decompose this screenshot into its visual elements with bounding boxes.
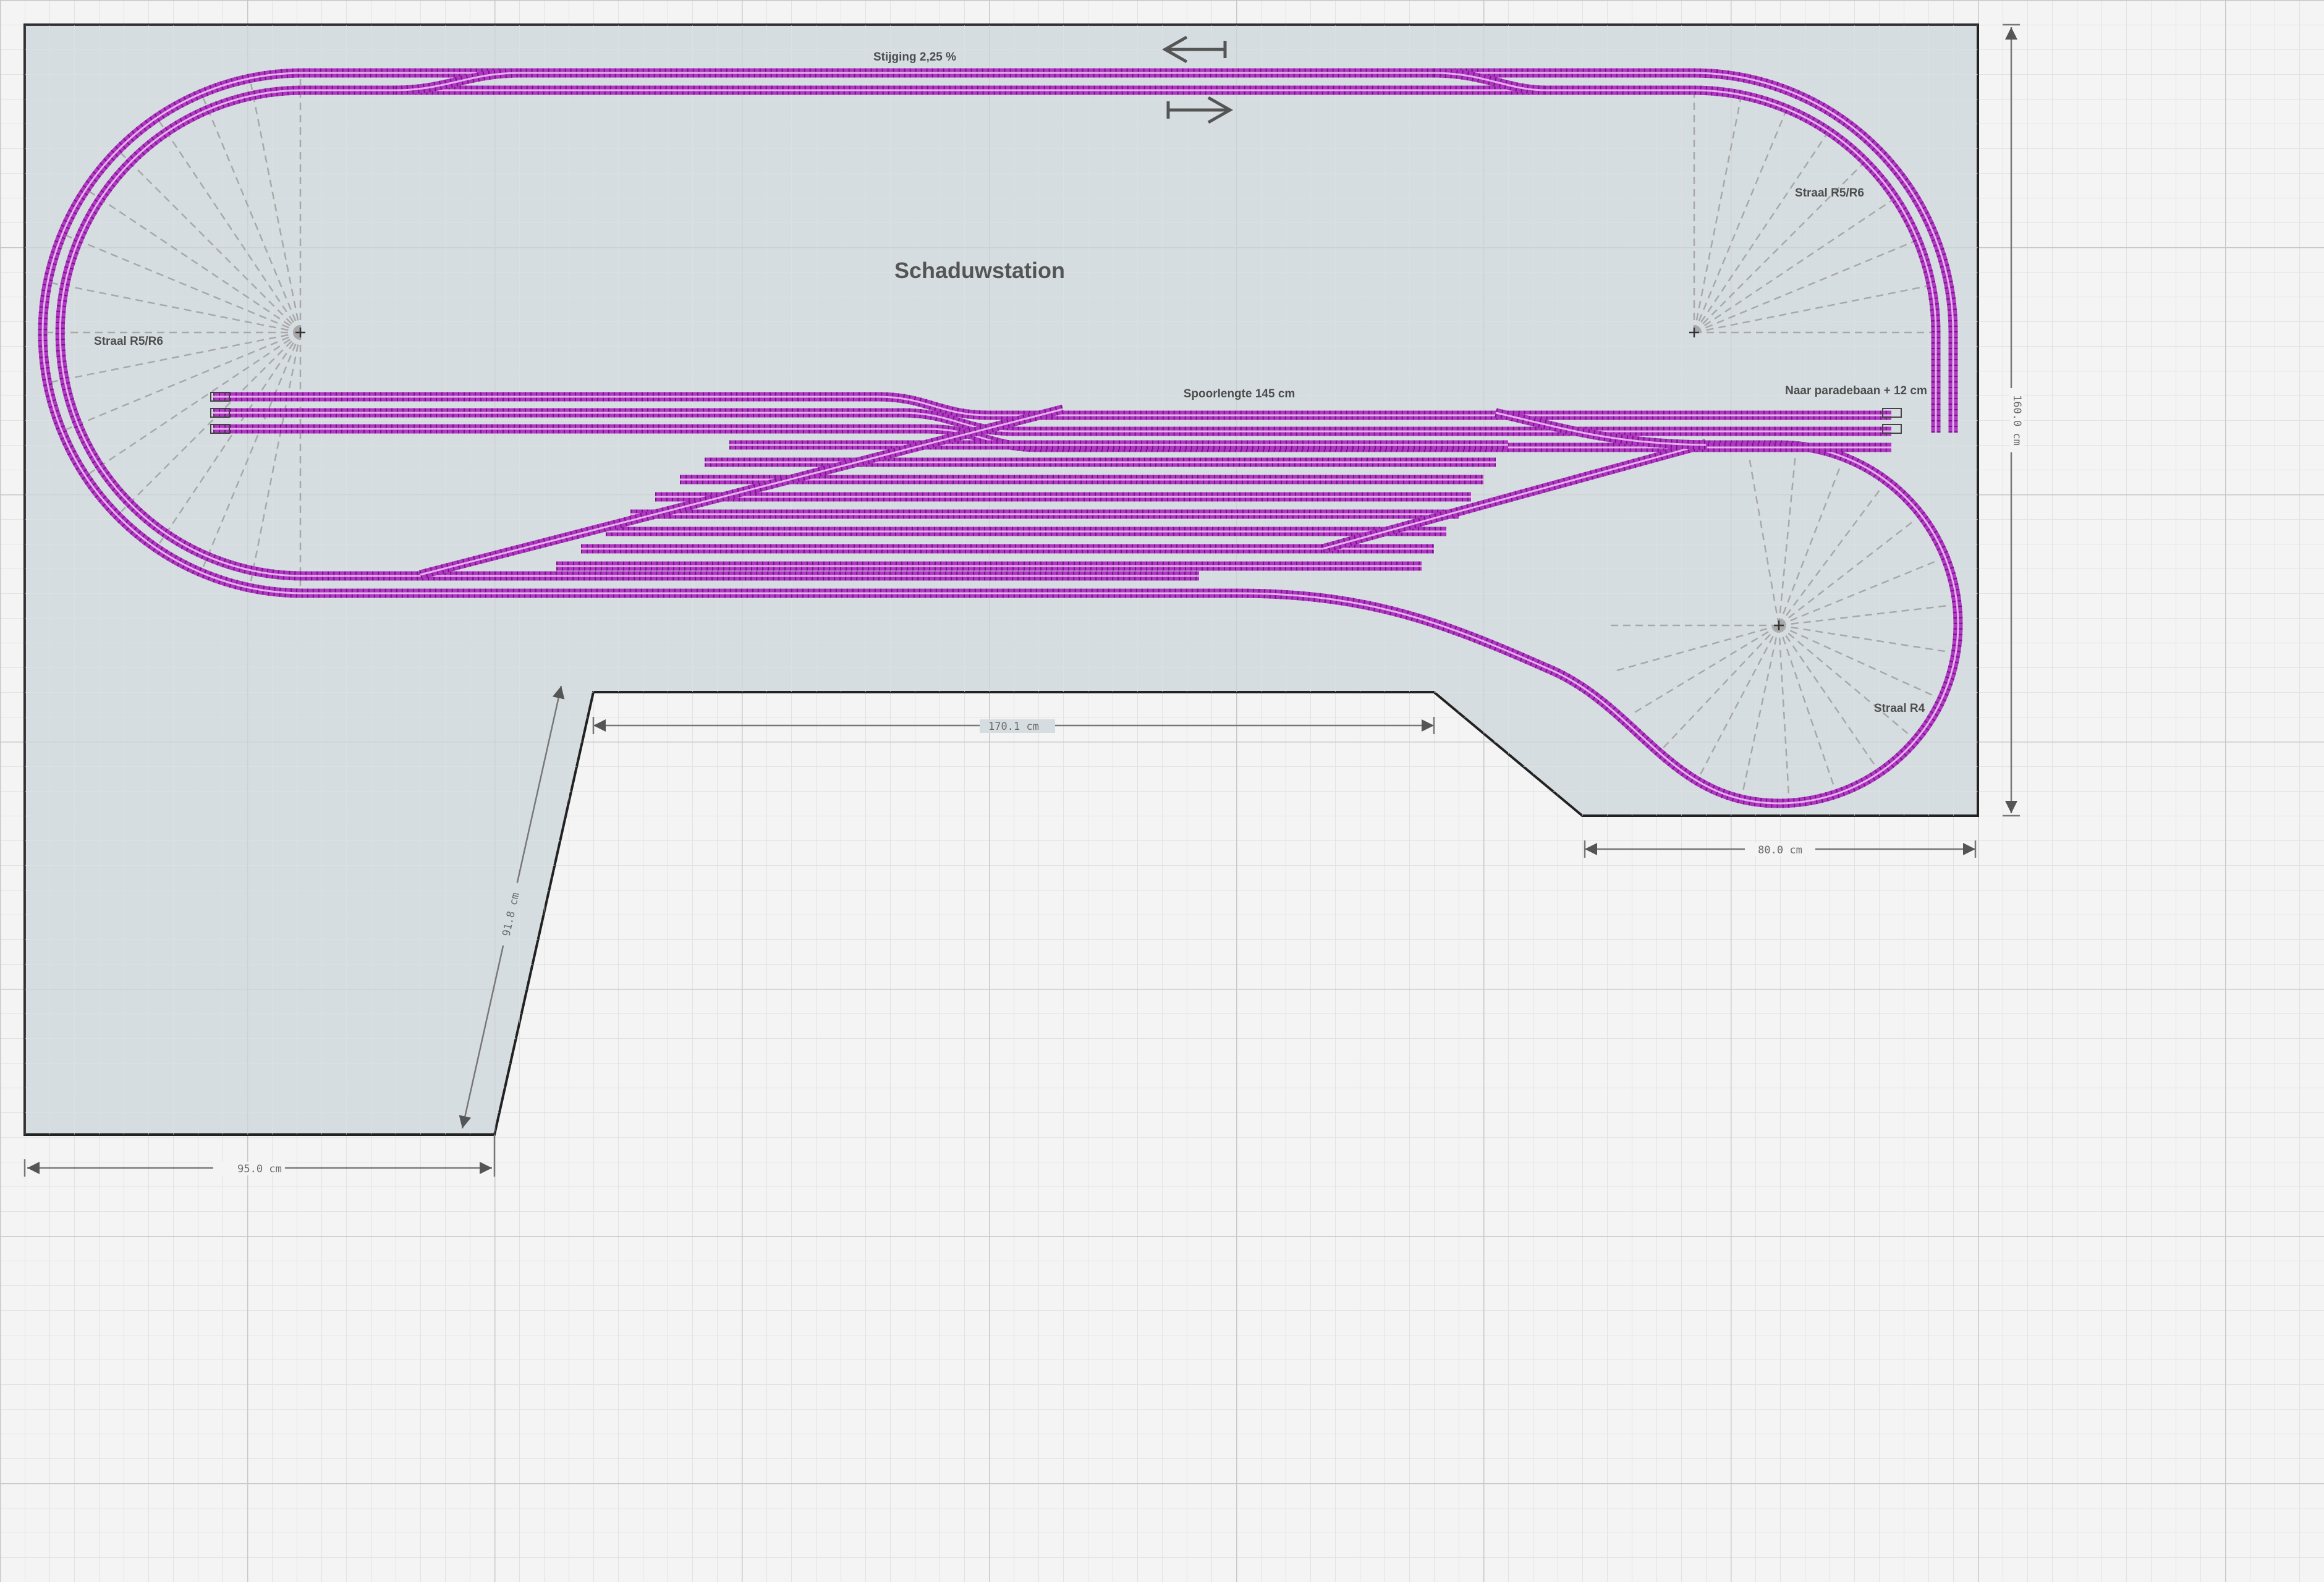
ladder-right-upper [1495, 408, 1707, 450]
page-title: Schaduwstation [894, 258, 1065, 283]
buffer-stop [1882, 424, 1902, 434]
dim-notch: 170.1 cm [988, 721, 1039, 733]
arrow-left-icon [1161, 35, 1227, 64]
dim-bottom-left: 95.0 cm [237, 1163, 282, 1175]
radius-left-label: Straal R5/R6 [94, 335, 163, 348]
buffer-stop [1882, 408, 1902, 418]
track-layout [38, 68, 1963, 808]
track-outer-loop [38, 68, 1963, 808]
radius-right-label: Straal R5/R6 [1795, 187, 1864, 200]
station-track [213, 408, 1891, 436]
crossover-left [395, 68, 520, 95]
track-length-label: Spoorlengte 145 cm [1184, 387, 1296, 400]
station-track [213, 392, 1891, 420]
radius-guides [47, 79, 1951, 798]
to-parade-label: Naar paradebaan + 12 cm [1785, 384, 1927, 397]
ladder-left [419, 404, 1064, 580]
crossover-right [1433, 68, 1546, 95]
center-markers [295, 328, 1784, 630]
gradient-label: Stijging 2,25 % [873, 51, 956, 64]
dim-height: 160.0 cm [2011, 395, 2023, 446]
dim-right-bottom: 80.0 cm [1758, 844, 1802, 857]
arrow-right-icon [1166, 96, 1234, 124]
buffer-stop [210, 392, 230, 402]
ladder-right [1321, 439, 1707, 554]
track-inner-loop [55, 85, 1941, 581]
radius-loop-label: Straal R4 [1874, 702, 1925, 715]
buffer-stop [210, 408, 230, 418]
buffer-stop [210, 424, 230, 434]
